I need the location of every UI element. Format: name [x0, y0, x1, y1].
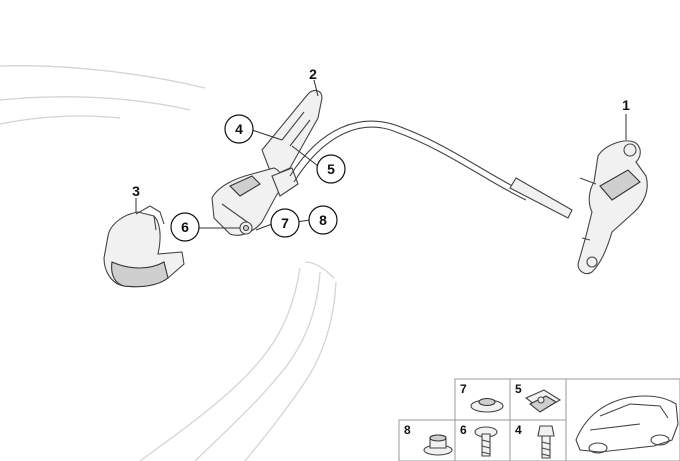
screw-icon — [474, 426, 498, 457]
fastener-legend: 7 5 8 6 4 — [398, 378, 680, 461]
legend-label-7: 7 — [460, 382, 467, 396]
legend-label-6: 6 — [460, 423, 467, 437]
callout-5: 5 — [327, 161, 335, 177]
callout-8: 8 — [319, 212, 327, 228]
callout-7: 7 — [281, 215, 289, 231]
part-3-cover — [103, 205, 185, 288]
callout-6: 6 — [181, 219, 189, 235]
legend-label-8: 8 — [404, 423, 411, 437]
callout-labels: 1 2 3 4 5 6 7 8 — [132, 66, 630, 242]
legend-cell-vehicle — [565, 378, 680, 461]
part-2-lever-assembly — [211, 89, 573, 236]
legend-cell-4 — [509, 419, 567, 461]
callout-1: 1 — [622, 97, 630, 113]
vehicle-body-outline — [0, 65, 337, 461]
callout-3: 3 — [132, 183, 140, 199]
callout-4: 4 — [235, 121, 243, 137]
legend-label-4: 4 — [515, 423, 522, 437]
clip-nut-icon — [524, 389, 562, 413]
vehicle-thumbnail-icon — [575, 395, 679, 454]
grommet-icon — [470, 397, 504, 413]
callout-2: 2 — [309, 66, 317, 82]
part-1-actuator — [577, 140, 648, 275]
bolt-icon — [537, 425, 555, 459]
legend-label-5: 5 — [515, 382, 522, 396]
flange-nut-icon — [423, 434, 453, 456]
callout-leaders — [135, 79, 627, 231]
